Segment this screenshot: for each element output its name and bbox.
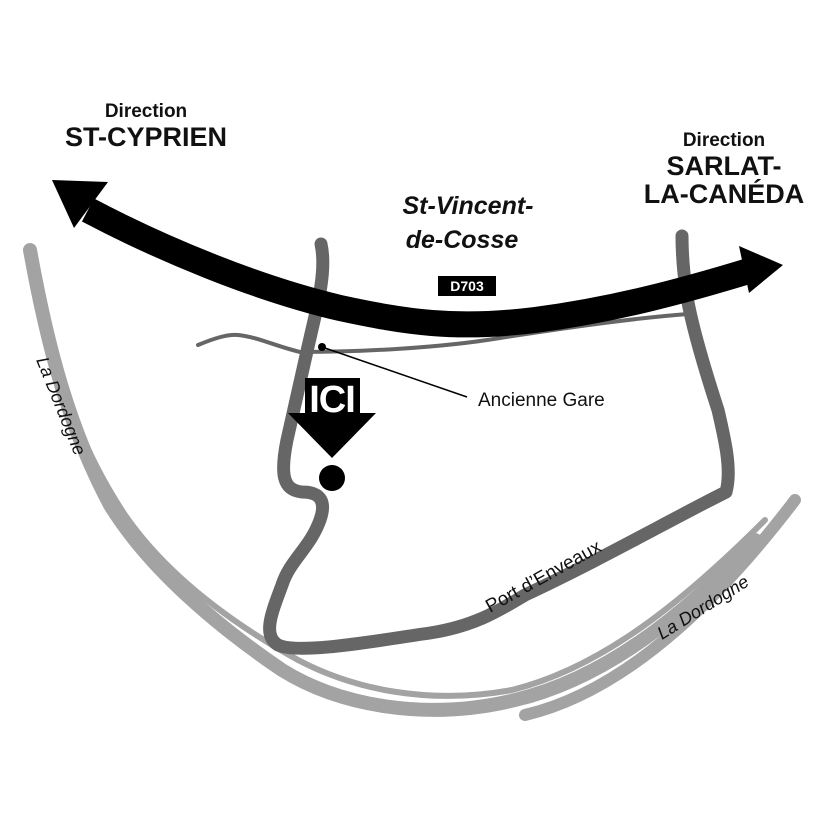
east-direction-line2: LA-CANÉDA (644, 178, 804, 209)
road-number-badge: D703 (438, 276, 496, 296)
arrow-left-icon (52, 180, 108, 228)
main-road-band (81, 198, 756, 338)
station-label: Ancienne Gare (478, 390, 605, 411)
road-west-loop (263, 229, 735, 655)
local-roads (196, 229, 735, 655)
east-direction-line1: SARLAT- (667, 151, 782, 181)
location-dot-icon (319, 465, 345, 491)
river-dordogne (23, 243, 801, 721)
river-inner-band (37, 297, 768, 699)
village-label: St-Vincent- de-Cosse (402, 192, 533, 254)
street-label: Port d’Enveaux (482, 536, 605, 617)
road-number: D703 (450, 278, 484, 294)
station-callout: Ancienne Gare (318, 343, 605, 411)
village-line1: St-Vincent- (402, 192, 533, 220)
east-direction-label: Direction SARLAT- LA-CANÉDA (644, 130, 804, 209)
river-east-branch (519, 494, 801, 721)
west-direction-destination: ST-CYPRIEN (65, 122, 227, 152)
station-leader-line (321, 346, 468, 398)
down-arrow-marker-icon (288, 378, 376, 458)
west-direction-prefix: Direction (105, 101, 187, 122)
marker-label: ICI (309, 379, 355, 421)
ici-marker: ICI (288, 378, 376, 491)
arrow-right-icon (739, 246, 783, 293)
river-main-band (23, 243, 762, 717)
main-road-d703 (52, 180, 783, 338)
road-number-background (438, 276, 496, 296)
east-direction-prefix: Direction (683, 130, 765, 151)
village-line2: de-Cosse (406, 226, 519, 254)
west-direction-label: Direction ST-CYPRIEN (65, 101, 227, 152)
railway-line (196, 312, 690, 354)
